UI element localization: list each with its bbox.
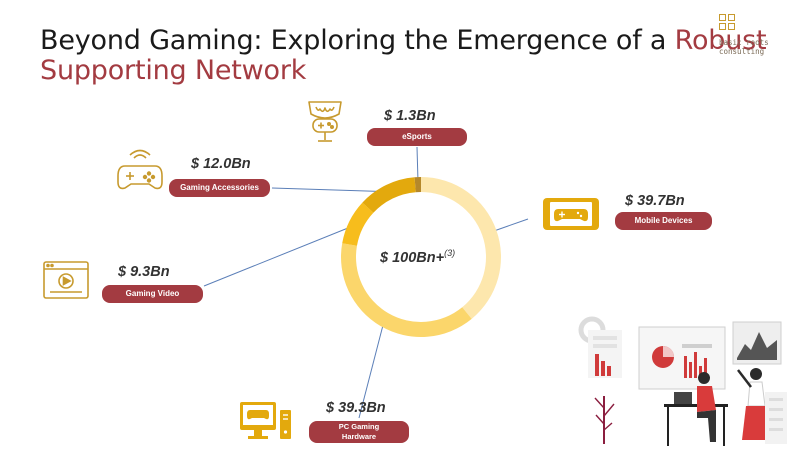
segment-icons <box>43 101 599 439</box>
donut-segment-gaming-accessories <box>362 177 416 213</box>
footnote-ref: (3) <box>444 248 456 258</box>
esports-trophy-icon <box>308 101 342 142</box>
segment-pill: Mobile Devices <box>615 212 712 230</box>
gamepad-icon <box>117 149 163 190</box>
connector-gaming-video <box>203 224 357 287</box>
mobile-gamepad-icon <box>543 198 599 230</box>
donut-segment-gaming-video <box>342 202 374 246</box>
connector-gaming-accessories <box>271 187 390 193</box>
segment-value: $ 39.7Bn <box>625 193 685 209</box>
title-text: Beyond Gaming: Exploring the Emergence o… <box>40 25 675 56</box>
donut-segment-mobile-devices <box>421 177 501 319</box>
logo-square <box>719 14 726 21</box>
total-value-label: $ 100Bn+(3) <box>380 248 456 266</box>
connector-pc-gaming-hardware <box>358 319 385 419</box>
logo-text: basic roots consulting <box>719 38 769 56</box>
segment-value: $ 39.3Bn <box>326 400 386 416</box>
analytics-illustration <box>578 316 787 446</box>
segment-value: $ 12.0Bn <box>191 156 251 172</box>
segment-value: $ 1.3Bn <box>384 108 436 124</box>
pc-gaming-icon <box>240 402 291 439</box>
title-accent: Robust <box>674 25 767 56</box>
donut-ring <box>341 177 501 338</box>
video-icon <box>43 261 89 299</box>
segment-value: $ 9.3Bn <box>118 264 170 280</box>
segment-pill: PC Gaming Hardware <box>309 421 409 443</box>
segment-pill: Gaming Video <box>102 285 203 303</box>
donut-segment-esports <box>414 177 421 193</box>
segment-pill: Gaming Accessories <box>169 179 270 197</box>
donut-segment-pc-gaming-hardware <box>341 243 472 338</box>
logo-square <box>719 23 726 30</box>
logo-square <box>728 14 735 21</box>
connector-lines <box>203 146 529 419</box>
title-accent-line2: Supporting Network <box>40 55 307 86</box>
page-title: Beyond Gaming: Exploring the Emergence o… <box>40 25 767 86</box>
logo-square <box>728 23 735 30</box>
segment-pill: eSports <box>367 128 467 146</box>
